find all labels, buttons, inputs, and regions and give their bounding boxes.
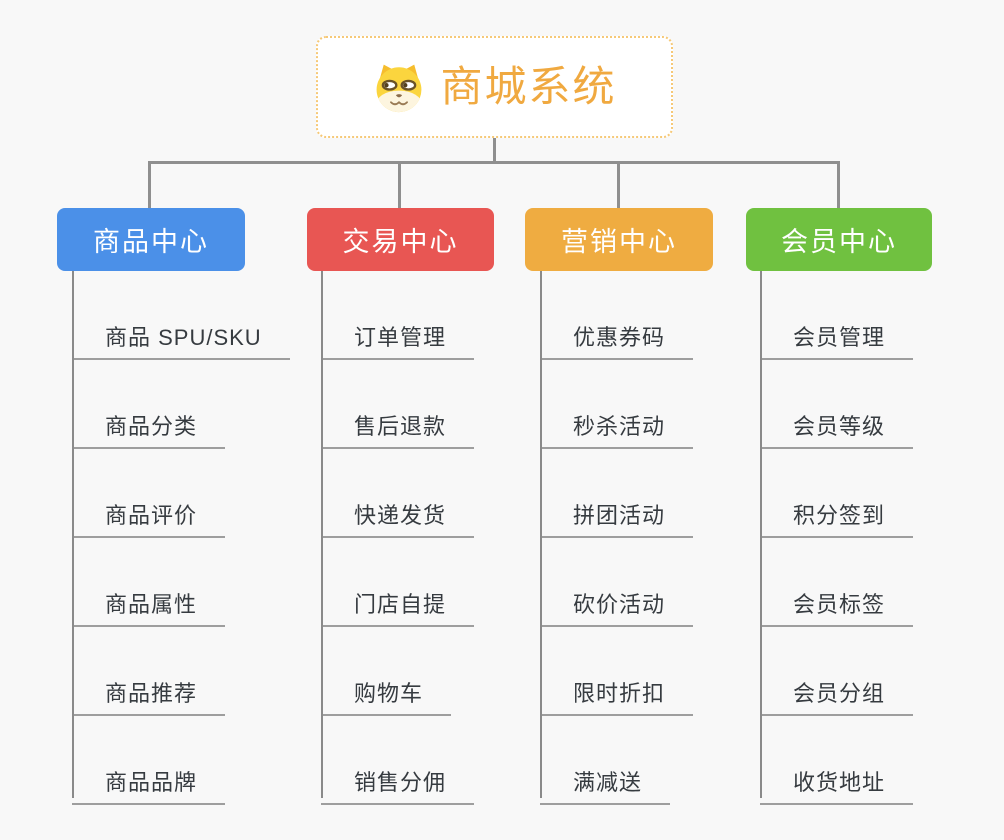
leaf-node[interactable]: 满减送: [540, 716, 671, 805]
branch-vline: [540, 271, 542, 798]
leaf-node[interactable]: 商品 SPU/SKU: [72, 271, 290, 360]
leaf-node[interactable]: 商品推荐: [72, 627, 226, 716]
connector-drop-trade: [398, 161, 401, 208]
leaf-node[interactable]: 秒杀活动: [540, 360, 694, 449]
branch-node-products[interactable]: 商品中心: [57, 208, 245, 271]
connector-drop-marketing: [617, 161, 620, 208]
branch-column-products: 商品 SPU/SKU 商品分类 商品评价 商品属性 商品推荐 商品品牌: [72, 271, 290, 805]
leaf-node[interactable]: 门店自提: [321, 538, 475, 627]
branch-node-marketing[interactable]: 营销中心: [525, 208, 713, 271]
connector-drop-members: [837, 161, 840, 208]
leaf-node[interactable]: 会员管理: [760, 271, 914, 360]
branch-column-marketing: 优惠券码 秒杀活动 拼团活动 砍价活动 限时折扣 满减送: [540, 271, 694, 805]
leaf-node[interactable]: 商品品牌: [72, 716, 226, 805]
leaf-node[interactable]: 收货地址: [760, 716, 914, 805]
leaf-node[interactable]: 快递发货: [321, 449, 475, 538]
leaf-node[interactable]: 拼团活动: [540, 449, 694, 538]
branch-vline: [760, 271, 762, 798]
leaf-node[interactable]: 砍价活动: [540, 538, 694, 627]
dog-face-icon: [377, 64, 422, 113]
leaf-node[interactable]: 商品评价: [72, 449, 226, 538]
leaf-node[interactable]: 订单管理: [321, 271, 475, 360]
connector-drop-products: [148, 161, 151, 208]
root-title: 商城系统: [440, 63, 617, 110]
leaf-node[interactable]: 商品属性: [72, 538, 226, 627]
leaf-node[interactable]: 购物车: [321, 627, 452, 716]
leaf-node[interactable]: 优惠券码: [540, 271, 694, 360]
connector-root-stem: [493, 138, 496, 163]
leaf-node[interactable]: 会员分组: [760, 627, 914, 716]
leaf-node[interactable]: 会员标签: [760, 538, 914, 627]
leaf-node[interactable]: 积分签到: [760, 449, 914, 538]
leaf-node[interactable]: 售后退款: [321, 360, 475, 449]
leaf-node[interactable]: 会员等级: [760, 360, 914, 449]
branch-vline: [72, 271, 74, 798]
branch-node-trade[interactable]: 交易中心: [307, 208, 494, 271]
root-node[interactable]: 商城系统: [316, 36, 673, 138]
leaf-node[interactable]: 销售分佣: [321, 716, 475, 805]
leaf-node[interactable]: 限时折扣: [540, 627, 694, 716]
leaf-node[interactable]: 商品分类: [72, 360, 226, 449]
connector-horizontal-bar: [148, 161, 840, 164]
branch-vline: [321, 271, 323, 798]
branch-column-trade: 订单管理 售后退款 快递发货 门店自提 购物车 销售分佣: [321, 271, 475, 805]
branch-node-members[interactable]: 会员中心: [746, 208, 932, 271]
branch-column-members: 会员管理 会员等级 积分签到 会员标签 会员分组 收货地址: [760, 271, 914, 805]
